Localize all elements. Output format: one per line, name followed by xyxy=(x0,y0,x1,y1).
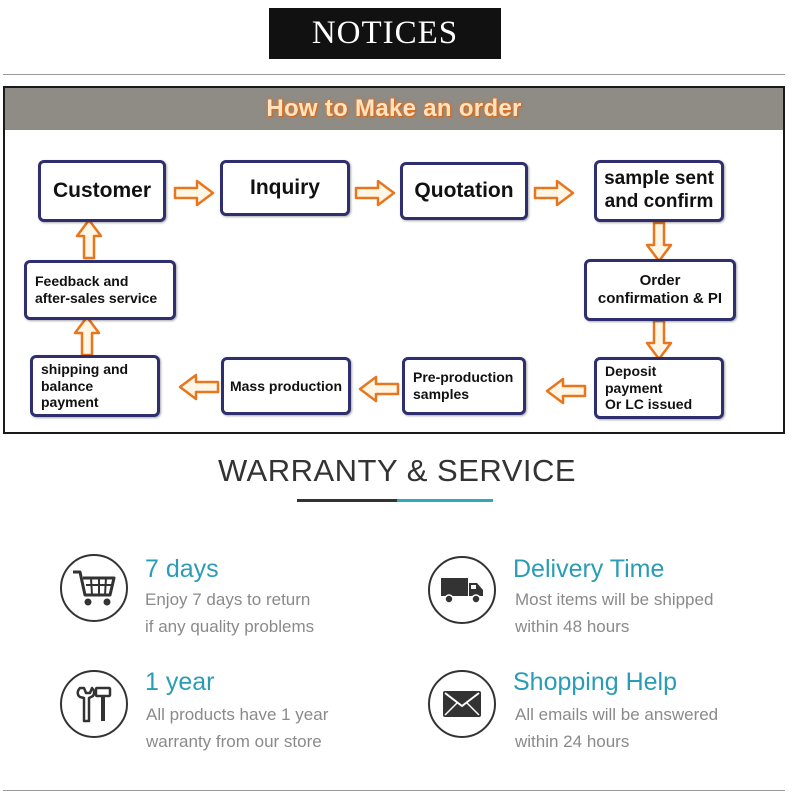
warranty-item-line: All products have 1 year xyxy=(146,705,329,724)
warranty-underline-accent xyxy=(397,499,493,502)
order-flow-header xyxy=(5,88,783,130)
notices-label: NOTICES xyxy=(311,15,459,51)
step-pre-production-samples: Pre-production samples xyxy=(402,357,526,415)
step-sample-sent: sample sent and confirm xyxy=(594,160,724,222)
step-inquiry: Inquiry xyxy=(220,160,350,216)
warranty-title: WARRANTY & SERVICE xyxy=(217,453,577,488)
warranty-item-heading: 7 days xyxy=(145,555,219,583)
step-shipping-balance-payment: shipping and balance payment xyxy=(30,355,160,417)
warranty-underline-dark xyxy=(297,499,397,502)
warranty-item-line: within 24 hours xyxy=(515,732,630,751)
step-order-confirmation: Order confirmation & PI xyxy=(584,259,736,321)
shopping-cart-icon xyxy=(60,554,128,622)
step-mass-production: Mass production xyxy=(221,357,351,415)
warranty-item-line: warranty from our store xyxy=(146,732,322,751)
warranty-item-line: Most items will be shipped xyxy=(515,590,714,609)
warranty-item-line: Enjoy 7 days to return xyxy=(145,590,311,609)
bottom-divider xyxy=(3,790,785,791)
delivery-truck-icon xyxy=(428,556,496,624)
top-divider xyxy=(3,74,785,75)
step-quotation: Quotation xyxy=(400,162,528,220)
warranty-item-heading: Delivery Time xyxy=(513,555,665,583)
envelope-icon xyxy=(428,670,496,738)
warranty-item-heading: Shopping Help xyxy=(513,668,678,696)
warranty-item-heading: 1 year xyxy=(145,668,215,696)
order-flow-title: How to Make an order xyxy=(266,95,522,122)
step-deposit-payment: Deposit payment Or LC issued xyxy=(594,357,724,419)
step-customer: Customer xyxy=(38,160,166,222)
notices-banner: NOTICES xyxy=(269,8,501,59)
step-feedback-after-sales: Feedback and after-sales service xyxy=(24,260,176,320)
tools-icon xyxy=(60,670,128,738)
warranty-item-line: within 48 hours xyxy=(515,617,630,636)
warranty-item-line: All emails will be answered xyxy=(515,705,719,724)
warranty-item-line: if any quality problems xyxy=(145,617,315,636)
